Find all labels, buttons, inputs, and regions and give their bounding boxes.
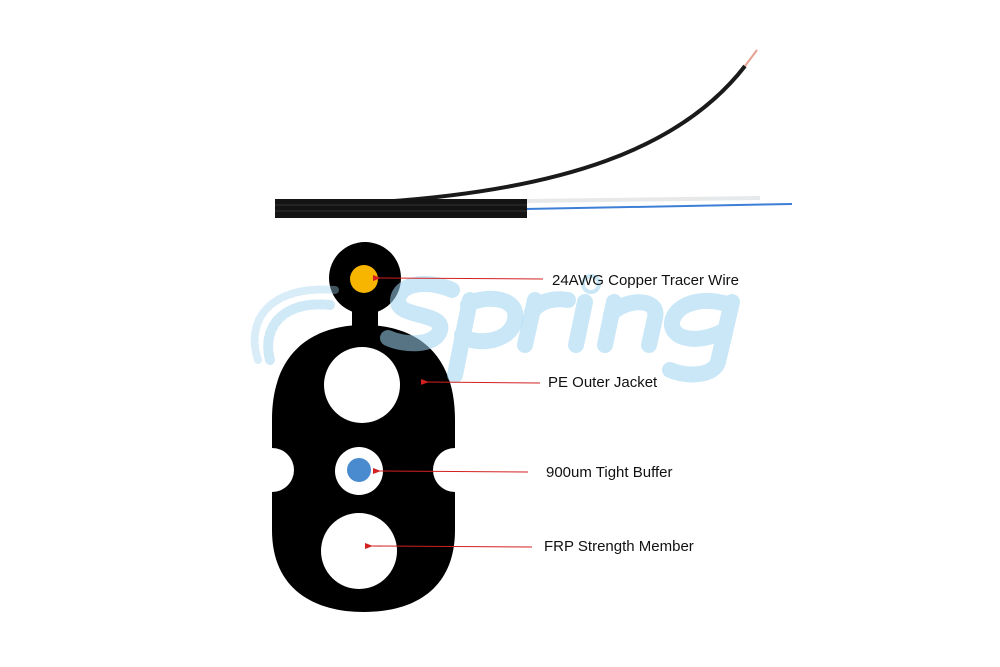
arrow-copper xyxy=(372,274,544,281)
blue-fiber xyxy=(524,203,793,210)
arrow-buffer xyxy=(372,467,529,474)
copper-tip xyxy=(744,49,758,67)
cross-section xyxy=(272,242,455,612)
white-buffer xyxy=(524,196,761,203)
copper-wire xyxy=(350,265,378,293)
frp-top xyxy=(324,347,400,423)
label-copper: 24AWG Copper Tracer Wire xyxy=(552,272,739,289)
frp-bottom xyxy=(321,513,397,589)
cable-photo xyxy=(275,49,793,218)
label-frp: FRP Strength Member xyxy=(544,538,694,555)
arrow-jacket xyxy=(420,378,541,385)
tracer-wire xyxy=(379,64,747,204)
cable-jacket xyxy=(275,199,527,218)
label-buffer: 900um Tight Buffer xyxy=(546,464,672,481)
arrow-frp xyxy=(364,542,533,549)
fiber-core xyxy=(347,458,371,482)
callouts: 24AWG Copper Tracer Wire PE Outer Jacket… xyxy=(364,272,739,555)
label-jacket: PE Outer Jacket xyxy=(548,374,658,391)
spring-watermark-logo xyxy=(250,274,740,383)
